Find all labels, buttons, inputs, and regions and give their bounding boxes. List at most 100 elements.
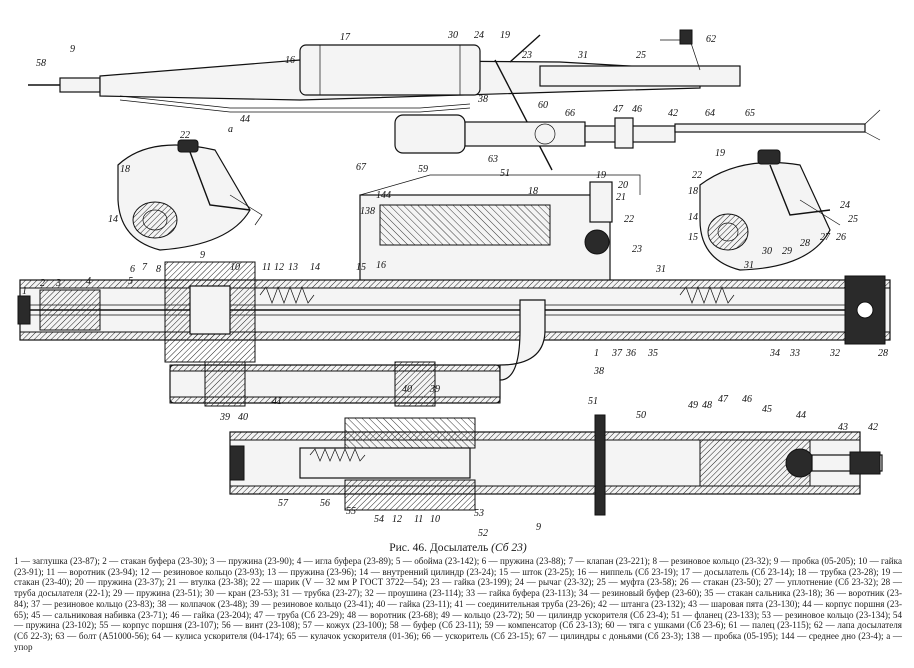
label-59: 59 xyxy=(418,164,428,175)
label-24: 24 xyxy=(474,30,484,41)
label-a-9: 9 xyxy=(536,522,541,533)
label-m-20: 20 xyxy=(618,180,628,191)
right-section-insert xyxy=(699,149,841,271)
label-m-1: 1 xyxy=(22,286,27,297)
label-ri-24: 24 xyxy=(840,200,850,211)
label-23: 23 xyxy=(522,50,532,61)
label-a-55: 55 xyxy=(346,506,356,517)
label-m-4: 4 xyxy=(86,276,91,287)
label-a-42: 42 xyxy=(868,422,878,433)
label-a-44: 44 xyxy=(796,410,806,421)
label-a-10: 10 xyxy=(430,514,440,525)
label-19: 19 xyxy=(500,30,510,41)
label-m-16: 16 xyxy=(376,260,386,271)
label-m-23: 23 xyxy=(632,244,642,255)
label-62: 62 xyxy=(706,34,716,45)
label-m-34: 34 xyxy=(769,348,780,359)
label-42: 42 xyxy=(668,108,678,119)
label-m-3: 3 xyxy=(55,278,61,289)
label-m-6: 6 xyxy=(130,264,135,275)
caption-title-text: Рис. 46. Досылатель xyxy=(389,542,489,554)
label-60: 60 xyxy=(538,100,548,111)
label-ri-27: 27 xyxy=(820,232,831,243)
accelerator-section xyxy=(229,414,883,516)
label-a-51: 51 xyxy=(588,396,598,407)
label-m-19: 19 xyxy=(596,170,606,181)
label-a-50: 50 xyxy=(636,410,646,421)
label-a-49: 49 xyxy=(688,400,698,411)
label-19b: 19 xyxy=(715,148,725,159)
label-m-14: 14 xyxy=(310,262,320,273)
callout-labels: 58 9 17 16 30 24 19 23 31 25 62 38 60 66… xyxy=(22,30,888,539)
label-9: 9 xyxy=(70,44,75,55)
label-ri-26: 26 xyxy=(836,232,846,243)
label-m-8: 8 xyxy=(156,264,161,275)
label-m-9: 9 xyxy=(200,250,205,261)
label-a-48: 48 xyxy=(702,400,712,411)
label-m-35: 35 xyxy=(647,348,658,359)
left-section-insert xyxy=(117,139,263,251)
label-ri-25: 25 xyxy=(848,214,858,225)
label-ri-31: 31 xyxy=(743,260,754,271)
label-m-41: 41 xyxy=(272,396,282,407)
parts-legend: 1 — заглушка (23-87); 2 — стакан буфера … xyxy=(14,556,902,652)
main-section xyxy=(17,174,891,407)
label-m-67: 67 xyxy=(356,162,367,173)
label-38: 38 xyxy=(477,94,488,105)
label-m-28: 28 xyxy=(878,348,888,359)
label-a-45: 45 xyxy=(762,404,772,415)
label-63: 63 xyxy=(488,154,498,165)
label-m-40b: 40 xyxy=(402,384,412,395)
label-m-11: 11 xyxy=(262,262,271,273)
label-65: 65 xyxy=(745,108,755,119)
caption-title-ref: (Сб 23) xyxy=(491,542,527,554)
label-m-5: 5 xyxy=(128,276,133,287)
top-external-view xyxy=(28,29,881,171)
label-li-14: 14 xyxy=(108,214,118,225)
label-m-31: 31 xyxy=(655,264,666,275)
label-58: 58 xyxy=(36,58,46,69)
label-m-37: 37 xyxy=(611,348,623,359)
label-m-40: 40 xyxy=(238,412,248,423)
label-46: 46 xyxy=(632,104,642,115)
label-a-47: 47 xyxy=(718,394,729,405)
mechanism-drawing: 58 9 17 16 30 24 19 23 31 25 62 38 60 66… xyxy=(17,29,891,539)
label-m-21: 21 xyxy=(616,192,626,203)
label-44: 44 xyxy=(240,114,250,125)
label-a: a xyxy=(228,124,233,135)
label-ri-30: 30 xyxy=(761,246,772,257)
label-ri-28: 28 xyxy=(800,238,810,249)
label-m-38: 38 xyxy=(593,366,604,377)
label-47: 47 xyxy=(613,104,624,115)
label-m-144: 144 xyxy=(376,190,391,201)
label-64: 64 xyxy=(705,108,715,119)
label-m-32: 32 xyxy=(829,348,840,359)
label-m-2: 2 xyxy=(40,278,45,289)
label-m-39b: 39 xyxy=(429,384,440,395)
label-ri-15: 15 xyxy=(688,232,698,243)
caption-title: Рис. 46. Досылатель (Сб 23) xyxy=(14,542,902,554)
label-li-22: 22 xyxy=(180,130,190,141)
label-m-39: 39 xyxy=(219,412,230,423)
label-a-56: 56 xyxy=(320,498,330,509)
label-li-18: 18 xyxy=(120,164,130,175)
label-m-33: 33 xyxy=(789,348,800,359)
label-a-11: 11 xyxy=(414,514,423,525)
label-a-46: 46 xyxy=(742,394,752,405)
label-31: 31 xyxy=(577,50,588,61)
label-m-36: 36 xyxy=(625,348,636,359)
label-a-53: 53 xyxy=(474,508,484,519)
label-a-57: 57 xyxy=(278,498,289,509)
label-m-7: 7 xyxy=(142,262,148,273)
label-m-15: 15 xyxy=(356,262,366,273)
label-30: 30 xyxy=(447,30,458,41)
label-m-10: 10 xyxy=(230,262,240,273)
label-m-138: 138 xyxy=(360,206,375,217)
figure-caption: Рис. 46. Досылатель (Сб 23) 1 — заглушка… xyxy=(14,542,902,652)
label-m-22: 22 xyxy=(624,214,634,225)
label-a-12: 12 xyxy=(392,514,402,525)
label-51: 51 xyxy=(500,168,510,179)
label-m-18: 18 xyxy=(528,186,538,197)
label-17: 17 xyxy=(340,32,351,43)
label-m-1b: 1 xyxy=(594,348,599,359)
